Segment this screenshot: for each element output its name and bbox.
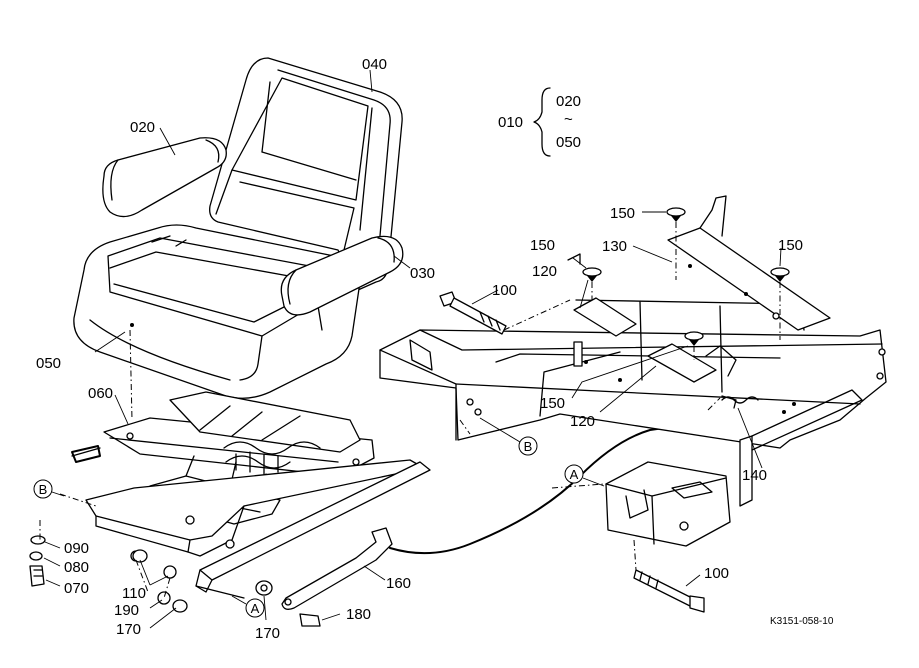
callout-150-right: 150 (778, 237, 803, 254)
group-range-end: 050 (556, 134, 581, 151)
connector-a-bottom: A (231, 595, 265, 618)
nut-part-110 (132, 549, 148, 563)
bolt-part-180 (299, 613, 321, 627)
callout-060: 060 (88, 385, 113, 402)
plate-part-130 (667, 195, 831, 331)
callout-130: 130 (602, 238, 627, 255)
callout-150-left: 150 (530, 237, 555, 254)
callout-080: 080 (64, 559, 89, 576)
bolt-part-100b (633, 539, 705, 613)
callout-160: 160 (386, 575, 411, 592)
lever-part-160 (281, 527, 393, 610)
nut-part-190 (157, 591, 171, 605)
callout-150-bottom: 150 (540, 395, 565, 412)
callout-150-top: 150 (610, 205, 635, 222)
connector-b-right: B (479, 417, 538, 456)
armrest-right-part-030 (280, 235, 404, 316)
washer-part-170b (255, 580, 273, 596)
backrest-part-040 (209, 57, 403, 291)
group-range-start: 020 (556, 93, 581, 110)
callout-170-left: 170 (116, 621, 141, 638)
nut-part-110b (163, 565, 177, 579)
svg-text:B: B (39, 482, 48, 497)
bolt-part-100a (439, 291, 507, 335)
callout-050: 050 (36, 355, 61, 372)
group-ref-010: 010 (498, 114, 523, 131)
seat-cushion-part-050 (73, 224, 361, 399)
console-bracket-lower (605, 389, 863, 547)
armrest-left-part-020 (102, 137, 227, 218)
svg-text:B: B (524, 439, 533, 454)
callout-090: 090 (64, 540, 89, 557)
svg-text:A: A (570, 467, 579, 482)
washer-part-090 (30, 535, 46, 545)
fasteners-bottom (132, 549, 321, 627)
callout-170-right: 170 (255, 625, 280, 642)
group-bracket (533, 87, 551, 157)
callout-140: 140 (742, 467, 767, 484)
callout-120-bottom: 120 (570, 413, 595, 430)
callout-100-top: 100 (492, 282, 517, 299)
leader-lines (43, 69, 782, 629)
cable (389, 427, 665, 555)
lockwasher-part-080 (29, 551, 43, 561)
connector-markers: B B A A (33, 417, 605, 618)
callout-120-top: 120 (532, 263, 557, 280)
mounts-part-150 (582, 207, 790, 360)
callout-labels: 020 040 030 050 060 090 080 070 110 190 … (36, 56, 834, 642)
callout-180: 180 (346, 606, 371, 623)
callout-020: 020 (130, 119, 155, 136)
callout-100-bottom: 100 (704, 565, 729, 582)
callout-030: 030 (410, 265, 435, 282)
callout-110: 110 (122, 585, 146, 602)
svg-text:A: A (251, 601, 260, 616)
callout-070: 070 (64, 580, 89, 597)
washer-part-170a (172, 599, 188, 613)
connector-a-right: A (564, 464, 605, 487)
callout-190: 190 (114, 602, 139, 619)
connector-b-left: B (33, 479, 65, 499)
group-range-tilde: ~ (564, 111, 573, 128)
spring-part-140 (721, 396, 759, 404)
drawing-code: K3151-058-10 (770, 616, 834, 627)
assembly-lines (129, 299, 721, 489)
plate-part-120a (567, 253, 637, 337)
suspension-part-060 (71, 391, 431, 599)
callout-040: 040 (362, 56, 387, 73)
